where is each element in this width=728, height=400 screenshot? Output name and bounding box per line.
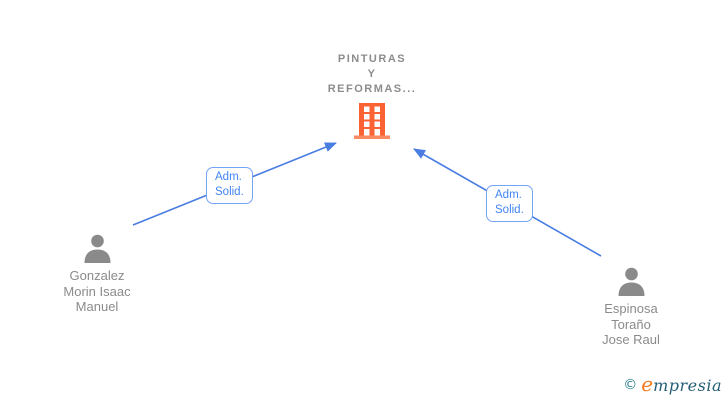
relationship-label-left[interactable]: Adm. Solid. — [206, 167, 253, 204]
person-icon — [571, 265, 691, 296]
person-name: Espinosa Toraño Jose Raul — [602, 301, 660, 347]
logo-wordmark: mpresia — [653, 376, 722, 395]
company-node[interactable]: PINTURAS Y REFORMAS... — [302, 52, 442, 144]
copyright-icon: © — [623, 377, 638, 393]
person-name: Gonzalez Morin Isaac Manuel — [63, 268, 131, 314]
person-icon — [37, 232, 157, 263]
company-name: PINTURAS Y REFORMAS... — [327, 53, 417, 95]
person-node-espinosa[interactable]: Espinosa Toraño Jose Raul — [571, 265, 691, 348]
empresia-logo[interactable]: ©empresia — [623, 372, 722, 396]
building-icon — [302, 103, 442, 144]
person-node-gonzalez[interactable]: Gonzalez Morin Isaac Manuel — [37, 232, 157, 315]
relationship-label-right[interactable]: Adm. Solid. — [486, 185, 533, 222]
logo-letter-e: e — [641, 372, 654, 396]
